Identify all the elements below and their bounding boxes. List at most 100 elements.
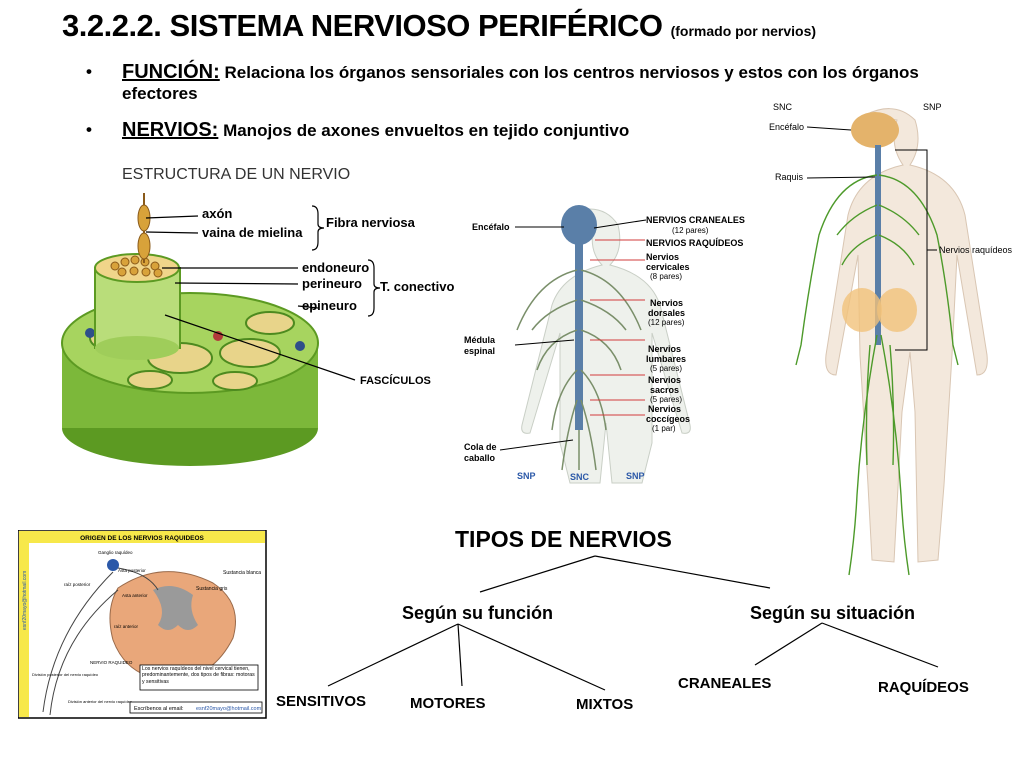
- peripheral-nerves: [795, 174, 959, 576]
- label-craneales: NERVIOS CRANEALES: [646, 215, 745, 225]
- svg-text:Nervios: Nervios: [648, 404, 681, 414]
- body-nervous-system-diagram: SNC SNP Encéfalo Raquis Nervios raquídeo…: [769, 102, 1013, 576]
- brain-shape: [561, 205, 597, 245]
- label-ganglio: Ganglio raquídeo: [98, 550, 133, 555]
- label-snp-left: SNP: [517, 471, 536, 481]
- svg-text:(8 pares): (8 pares): [650, 272, 682, 281]
- spinal-cord: [575, 240, 583, 430]
- label-snc: SNC: [773, 102, 793, 112]
- bullet-text: Relaciona los órganos sensoriales con lo…: [122, 63, 919, 103]
- leaf-sensitivos: SENSITIVOS: [276, 693, 366, 710]
- label-asta-anterior: Asta anterior: [122, 593, 148, 598]
- svg-text:dorsales: dorsales: [648, 308, 685, 318]
- pelvis-left: [842, 288, 882, 332]
- svg-text:(12 pares): (12 pares): [648, 318, 685, 327]
- note-box: [139, 664, 259, 691]
- label-raiz-posterior: raíz posterior: [64, 582, 91, 587]
- label-connective: T. conectivo: [380, 279, 454, 294]
- label-snc: SNC: [570, 472, 590, 482]
- svg-text:caballo: caballo: [464, 453, 496, 463]
- label-perineuro: perineuro: [302, 276, 362, 291]
- panel-side-email: esnf20mayo@hotmail.com: [22, 571, 28, 630]
- page-title: 3.2.2.2. SISTEMA NERVIOSO PERIFÉRICO (fo…: [62, 8, 817, 43]
- label-raquis: Raquis: [775, 172, 804, 182]
- note-text-wrap: Los nervios raquídeos del nivel cervical…: [142, 666, 255, 685]
- raquis-shape: [875, 145, 881, 345]
- myelin-segment: [137, 232, 151, 260]
- panel-side-bar: [19, 543, 29, 717]
- label-fascicles: FASCÍCULOS: [360, 374, 431, 387]
- label-snp-right: SNP: [626, 471, 645, 481]
- email-address: esnf20mayo@hotmail.com: [196, 706, 262, 712]
- svg-text:lumbares: lumbares: [646, 354, 686, 364]
- nerve-structure-title: ESTRUCTURA DE UN NERVIO: [122, 166, 350, 183]
- email-label: Escríbenos al email:: [134, 706, 184, 712]
- label-encefalo: Encéfalo: [769, 122, 804, 132]
- svg-text:(5 pares): (5 pares): [650, 364, 682, 373]
- note-text: Los nervios raquídeos del nivel cervical…: [142, 666, 255, 685]
- body-leader-lines: [806, 126, 937, 251]
- svg-text:Nervios: Nervios: [648, 344, 681, 354]
- label-fiber: Fibra nerviosa: [326, 215, 416, 230]
- page-subtitle: (formado por nervios): [670, 23, 817, 39]
- leaf-craneales: CRANEALES: [678, 675, 771, 692]
- bullet-key: NERVIOS:: [122, 119, 219, 141]
- label-sustancia-gris: Sustancia gris: [196, 586, 228, 592]
- bullet-dot: •: [86, 62, 92, 81]
- label-snp: SNP: [923, 102, 942, 112]
- label-nervio: NERVIO RAQUIDEO: [90, 660, 133, 665]
- label-div-posterior: División posterior del nervio raquídeo: [32, 672, 99, 677]
- svg-text:cervicales: cervicales: [646, 262, 690, 272]
- fascicle-column-base: [95, 336, 179, 360]
- bullet-dot: •: [86, 120, 92, 139]
- nerve-structure-diagram: ESTRUCTURA DE UN NERVIO axón vaina d: [61, 166, 454, 466]
- label-encefalo: Encéfalo: [472, 222, 510, 232]
- spine-leader-lines: [499, 219, 647, 451]
- label-sustancia-blanca: Sustancia blanca: [223, 570, 261, 576]
- bullet-text: Manojos de axones envueltos en tejido co…: [223, 121, 630, 140]
- leaf-motores: MOTORES: [410, 695, 486, 712]
- pelvis-right: [877, 288, 917, 332]
- label-myelin: vaina de mielina: [202, 225, 303, 240]
- leader-lines: [145, 205, 381, 381]
- label-raquideos: Nervios raquídeos: [939, 245, 1013, 255]
- label-asta-posterior: Asta posterior: [118, 568, 146, 573]
- label-craneales-pairs: (12 pares): [672, 226, 709, 235]
- label-raquideos: NERVIOS RAQUÍDEOS: [646, 238, 743, 248]
- body-outline: [825, 108, 988, 563]
- spine-region-labels: Nervios cervicales (8 pares) Nervios dor…: [464, 252, 690, 463]
- svg-text:Nervios: Nervios: [650, 298, 683, 308]
- label-raiz-anterior: raíz anterior: [114, 624, 139, 629]
- panel-header-bg: [19, 531, 265, 543]
- spinal-nerve-branches: [516, 269, 642, 471]
- spinal-nerves-diagram: Encéfalo NERVIOS CRANEALES (12 pares) NE…: [464, 205, 745, 484]
- svg-text:sacros: sacros: [650, 385, 679, 395]
- svg-text:(5 pares): (5 pares): [650, 395, 682, 404]
- nerve-types-tree: TIPOS DE NERVIOS Según su función Según …: [276, 526, 969, 713]
- node-function: Según su función: [402, 603, 553, 623]
- label-axon: axón: [202, 206, 232, 221]
- encefalo-shape: [851, 112, 899, 148]
- label-epineuro: epineuro: [302, 298, 357, 313]
- gray-matter: [153, 586, 198, 630]
- origin-spinal-nerves-panel: ORIGEN DE LOS NERVIOS RAQUIDEOS esnf20ma…: [18, 530, 267, 719]
- svg-text:Nervios: Nervios: [646, 252, 679, 262]
- bullet-key: FUNCIÓN:: [122, 61, 220, 83]
- nerve-roots: [42, 567, 159, 716]
- label-endoneuro: endoneuro: [302, 260, 369, 275]
- red-guides: [590, 239, 645, 416]
- leaf-raquideos: RAQUÍDEOS: [878, 679, 969, 696]
- tree-lines: [327, 555, 939, 691]
- svg-text:espinal: espinal: [464, 346, 495, 356]
- node-situation: Según su situación: [750, 603, 915, 623]
- svg-text:Cola de: Cola de: [464, 442, 497, 452]
- svg-text:Médula: Médula: [464, 335, 496, 345]
- ganglion: [107, 559, 119, 571]
- svg-text:(1 par): (1 par): [652, 424, 676, 433]
- panel-header: ORIGEN DE LOS NERVIOS RAQUIDEOS: [80, 535, 204, 542]
- email-box: [129, 701, 263, 714]
- leaf-mixtos: MIXTOS: [576, 696, 633, 713]
- tree-title: TIPOS DE NERVIOS: [455, 526, 672, 552]
- svg-text:coccígeos: coccígeos: [646, 414, 690, 424]
- label-div-anterior: División anterior del nervio raquídeo: [68, 699, 133, 704]
